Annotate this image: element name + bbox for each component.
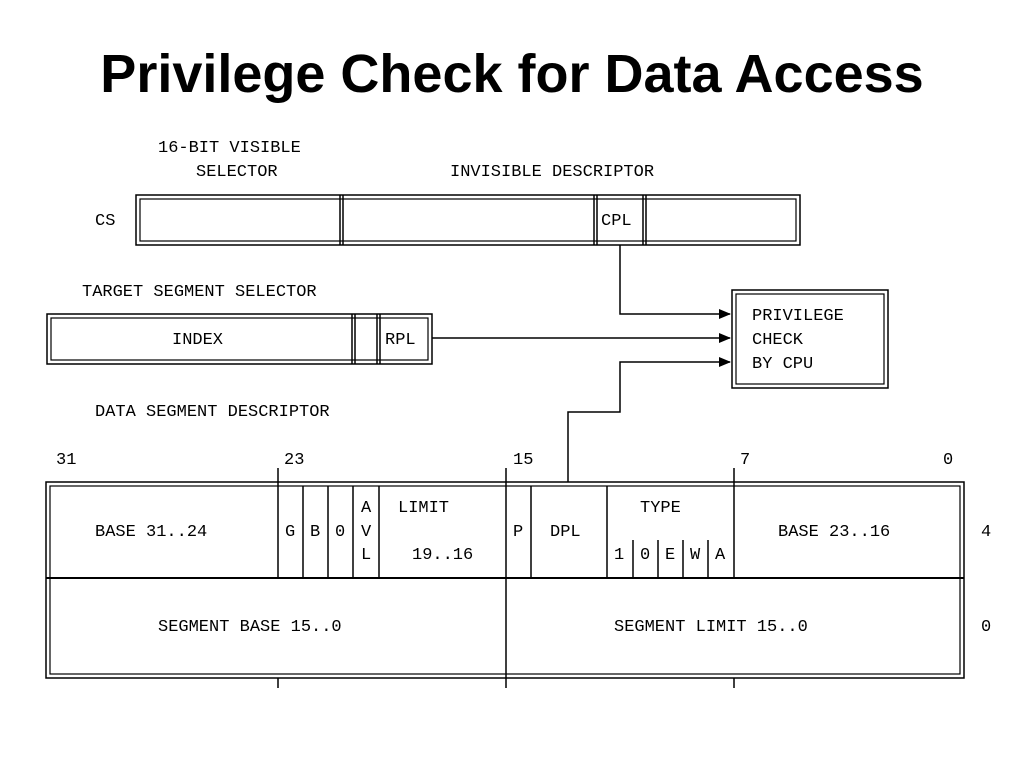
privilege-line-3: BY CPU bbox=[752, 355, 813, 374]
type-label: TYPE bbox=[640, 499, 681, 518]
type-bit-e: E bbox=[665, 546, 675, 565]
privilege-line-1: PRIVILEGE bbox=[752, 307, 844, 326]
target-selector-title: TARGET SEGMENT SELECTOR bbox=[82, 283, 317, 302]
type-bit-w: W bbox=[690, 546, 701, 565]
avl-l: L bbox=[361, 546, 371, 565]
bit-31: 31 bbox=[56, 451, 76, 470]
cs-selector-header-line1: 16-BIT VISIBLE bbox=[158, 139, 301, 158]
bit-0: 0 bbox=[943, 451, 953, 470]
type-bit-1: 1 bbox=[614, 546, 624, 565]
avl-a: A bbox=[361, 499, 372, 518]
b-bit: B bbox=[310, 523, 320, 542]
limit-range: 19..16 bbox=[412, 546, 473, 565]
cpl-arrow bbox=[619, 245, 731, 319]
zero-bit: 0 bbox=[335, 523, 345, 542]
bit-15: 15 bbox=[513, 451, 533, 470]
type-bit-a: A bbox=[715, 546, 726, 565]
bit-23: 23 bbox=[284, 451, 304, 470]
limit-label: LIMIT bbox=[398, 499, 449, 518]
base-31-24: BASE 31..24 bbox=[95, 523, 207, 542]
segment-base-15-0: SEGMENT BASE 15..0 bbox=[158, 618, 342, 637]
g-bit: G bbox=[285, 523, 295, 542]
bit-7: 7 bbox=[740, 451, 750, 470]
dpl-arrow bbox=[567, 357, 731, 482]
data-descriptor-title: DATA SEGMENT DESCRIPTOR bbox=[95, 403, 330, 422]
slide-title: Privilege Check for Data Access bbox=[100, 44, 924, 104]
segment-limit-15-0: SEGMENT LIMIT 15..0 bbox=[614, 618, 808, 637]
privilege-line-2: CHECK bbox=[752, 331, 804, 350]
target-selector-register bbox=[46, 313, 433, 365]
avl-v: V bbox=[361, 523, 372, 542]
privilege-check-box bbox=[731, 289, 889, 389]
descriptor-grid bbox=[45, 468, 965, 688]
base-23-16: BASE 23..16 bbox=[778, 523, 890, 542]
rpl-field: RPL bbox=[385, 331, 416, 350]
upper-word-offset: 4 bbox=[981, 523, 991, 542]
dpl-field: DPL bbox=[550, 523, 581, 542]
cs-register-label: CS bbox=[95, 212, 115, 231]
cs-descriptor-header: INVISIBLE DESCRIPTOR bbox=[450, 163, 654, 182]
index-field: INDEX bbox=[172, 331, 223, 350]
cpl-field: CPL bbox=[601, 212, 632, 231]
cs-register bbox=[135, 194, 801, 246]
type-bit-0: 0 bbox=[640, 546, 650, 565]
lower-word-offset: 0 bbox=[981, 618, 991, 637]
p-bit: P bbox=[513, 523, 523, 542]
cs-selector-header-line2: SELECTOR bbox=[196, 163, 278, 182]
